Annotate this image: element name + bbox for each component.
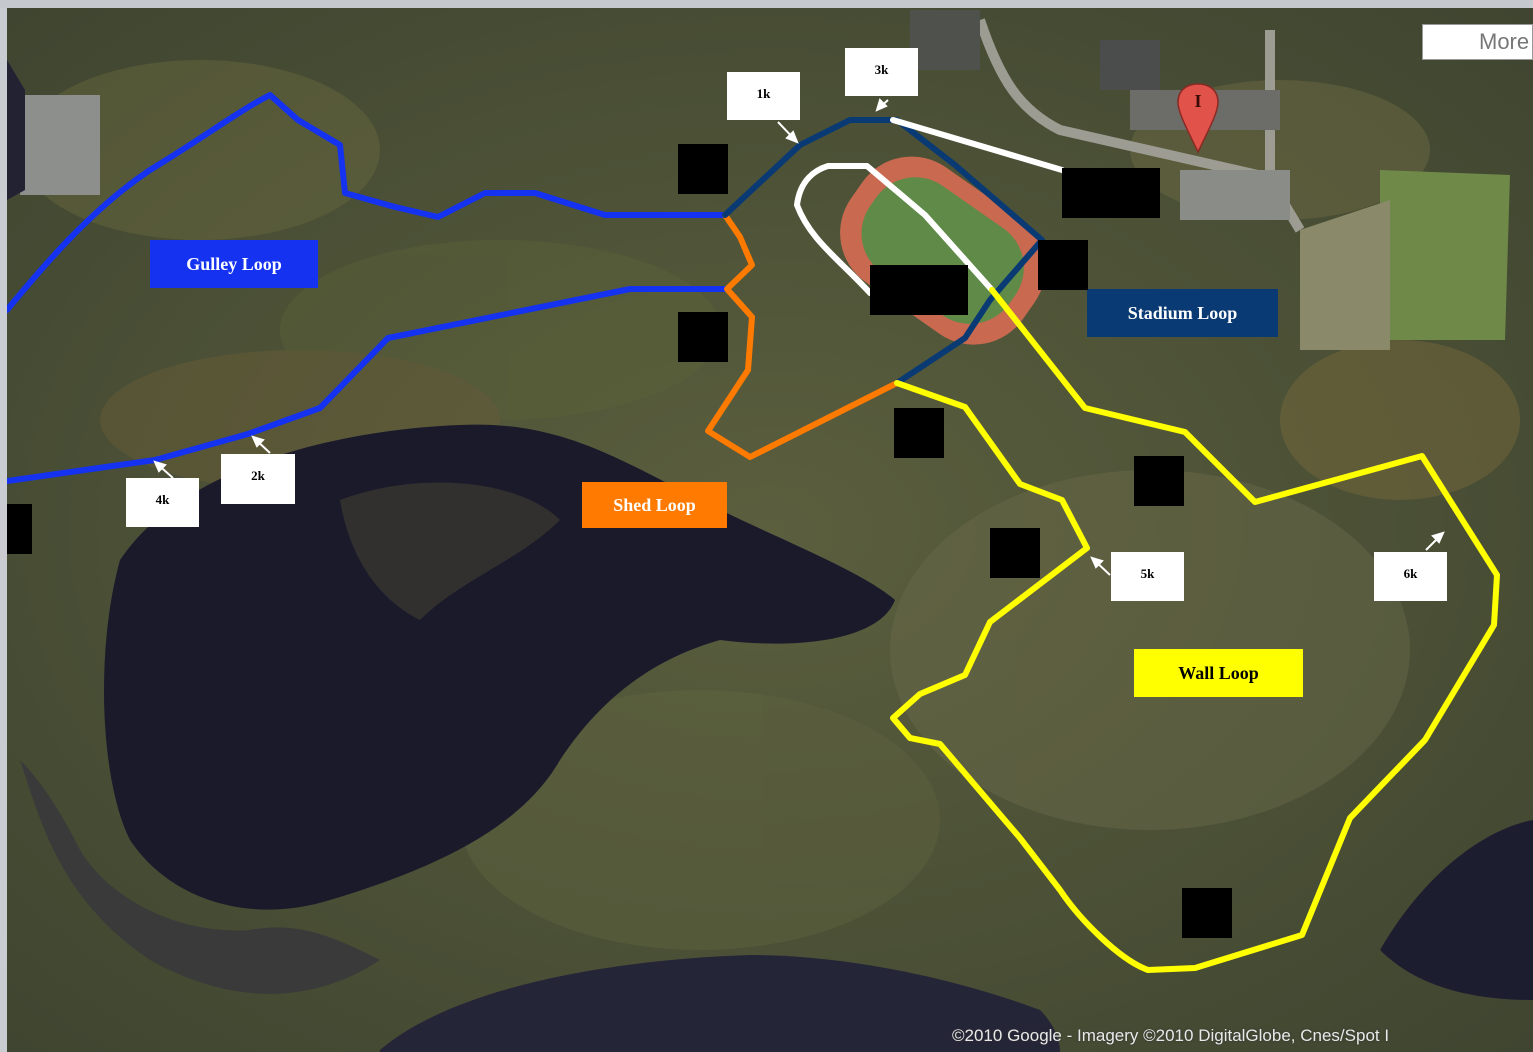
gulley-loop-trail-return [7, 286, 728, 484]
redaction-block [894, 408, 944, 458]
redaction-block [678, 312, 728, 362]
wall-loop-trail [890, 287, 1500, 973]
shed-loop-label: Shed Loop [582, 482, 727, 528]
wall-loop-label: Wall Loop [1134, 649, 1303, 697]
shed-loop-trail [705, 212, 900, 460]
redaction-block [7, 504, 32, 554]
location-pin-icon [1177, 83, 1219, 154]
stadium-white-trail [890, 117, 1065, 173]
gulley-loop-trail [7, 92, 728, 313]
km-marker-3k: 3k [845, 48, 918, 96]
redaction-block [1062, 168, 1160, 218]
top-strip [0, 0, 1533, 8]
redaction-block [1134, 456, 1184, 506]
stadium-loop-trail [722, 117, 1045, 386]
km-marker-1k: 1k [727, 72, 800, 120]
km-marker-2k: 2k [221, 454, 295, 504]
redaction-block [870, 265, 968, 315]
km-marker-4k: 4k [126, 478, 199, 527]
map-imagery [7, 8, 1533, 1052]
redaction-block [1038, 240, 1088, 290]
redaction-block [678, 144, 728, 194]
gulley-loop-label: Gulley Loop [150, 240, 318, 288]
stadium-loop-label: Stadium Loop [1087, 289, 1278, 337]
km-marker-6k: 6k [1374, 552, 1447, 601]
map-credit: ©2010 Google - Imagery ©2010 DigitalGlob… [952, 1026, 1390, 1045]
km-marker-5k: 5k [1111, 552, 1184, 601]
redaction-block [1182, 888, 1232, 938]
more-button[interactable]: More [1422, 24, 1533, 60]
stadium-inner-trail [794, 163, 995, 296]
pin-glyph: I [1194, 91, 1202, 111]
redaction-block [990, 528, 1040, 578]
satellite-map[interactable]: I Gulley Loop Stadium Loop Shed Loop Wal… [7, 8, 1533, 1052]
trail-overlay [7, 83, 1500, 973]
